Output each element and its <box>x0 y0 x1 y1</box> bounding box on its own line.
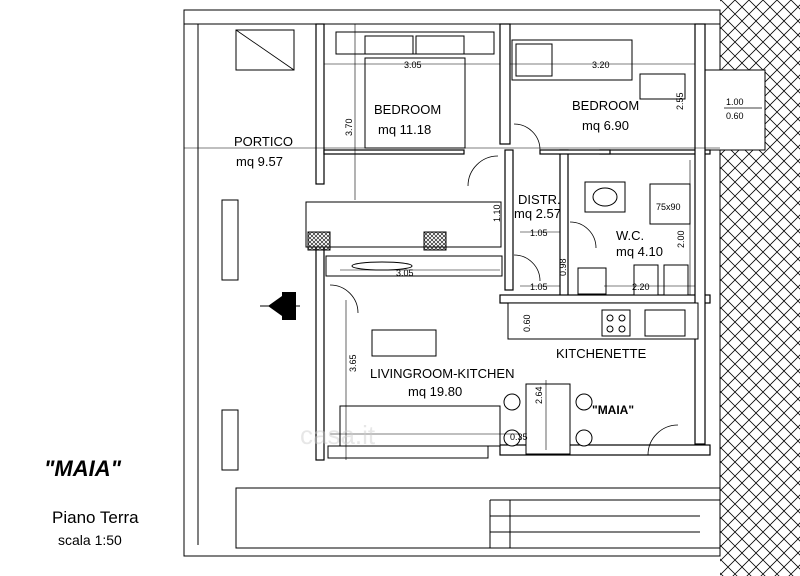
kitchen-counter <box>507 302 699 340</box>
dim-living-top-width: 3.05 <box>396 268 414 278</box>
dim-bed2-depth: 2.55 <box>675 92 685 110</box>
dimension-lines <box>184 24 720 460</box>
portico-area: mq 9.57 <box>236 154 283 169</box>
doors <box>329 123 679 456</box>
dim-window-h: 0.60 <box>726 111 744 121</box>
plan-maia-label: "MAIA" <box>592 403 634 417</box>
wc-fixtures <box>577 181 691 296</box>
stairs <box>235 487 721 549</box>
entrance-arrow <box>260 292 300 320</box>
project-title: "MAIA" <box>44 456 122 481</box>
kitchenette-name: KITCHENETTE <box>556 346 647 361</box>
dim-distr-depth: 1.10 <box>492 204 502 222</box>
dim-wc-small: 0.98 <box>558 258 568 276</box>
wc-area: mq 4.10 <box>616 244 663 259</box>
dim-wc-depth: 2.00 <box>676 230 686 248</box>
dim-bed1-width: 3.05 <box>404 60 422 70</box>
living-name: LIVINGROOM-KITCHEN <box>370 366 514 381</box>
distr-area: mq 2.57 <box>514 206 561 221</box>
dim-living-depth: 3.65 <box>348 354 358 372</box>
dim-distr-width: 1.05 <box>530 228 548 238</box>
wardrobe <box>305 201 503 277</box>
portico-name: PORTICO <box>234 134 293 149</box>
dim-table-depth: 2.64 <box>534 386 544 404</box>
plan-scale: scala 1:50 <box>58 532 122 548</box>
distr-name: DISTR. <box>518 192 561 207</box>
bedroom2-area: mq 6.90 <box>582 118 629 133</box>
dim-wc-width: 2.20 <box>632 282 650 292</box>
bedroom2-bed <box>511 39 686 100</box>
bedroom1-bed <box>335 31 495 149</box>
dim-window-w: 1.00 <box>726 97 744 107</box>
dim-bed2-width: 3.20 <box>592 60 610 70</box>
right-window-box <box>704 69 766 151</box>
dim-shower: 75x90 <box>656 202 681 212</box>
living-area: mq 19.80 <box>408 384 462 399</box>
dim-kitchen-depth: 0.60 <box>522 314 532 332</box>
dim-bed1-depth: 3.70 <box>344 118 354 136</box>
dim-corridor-width: 1.05 <box>530 282 548 292</box>
bedroom1-name: BEDROOM <box>374 102 441 117</box>
living-furniture <box>327 329 593 459</box>
wc-name: W.C. <box>616 228 644 243</box>
watermark-text: casa.it <box>300 420 376 450</box>
portico-columns <box>221 199 239 471</box>
dim-sofa-gap: 0.35 <box>510 432 528 442</box>
floor-name: Piano Terra <box>52 508 139 527</box>
bedroom1-area: mq 11.18 <box>378 122 431 137</box>
bedroom2-name: BEDROOM <box>572 98 639 113</box>
